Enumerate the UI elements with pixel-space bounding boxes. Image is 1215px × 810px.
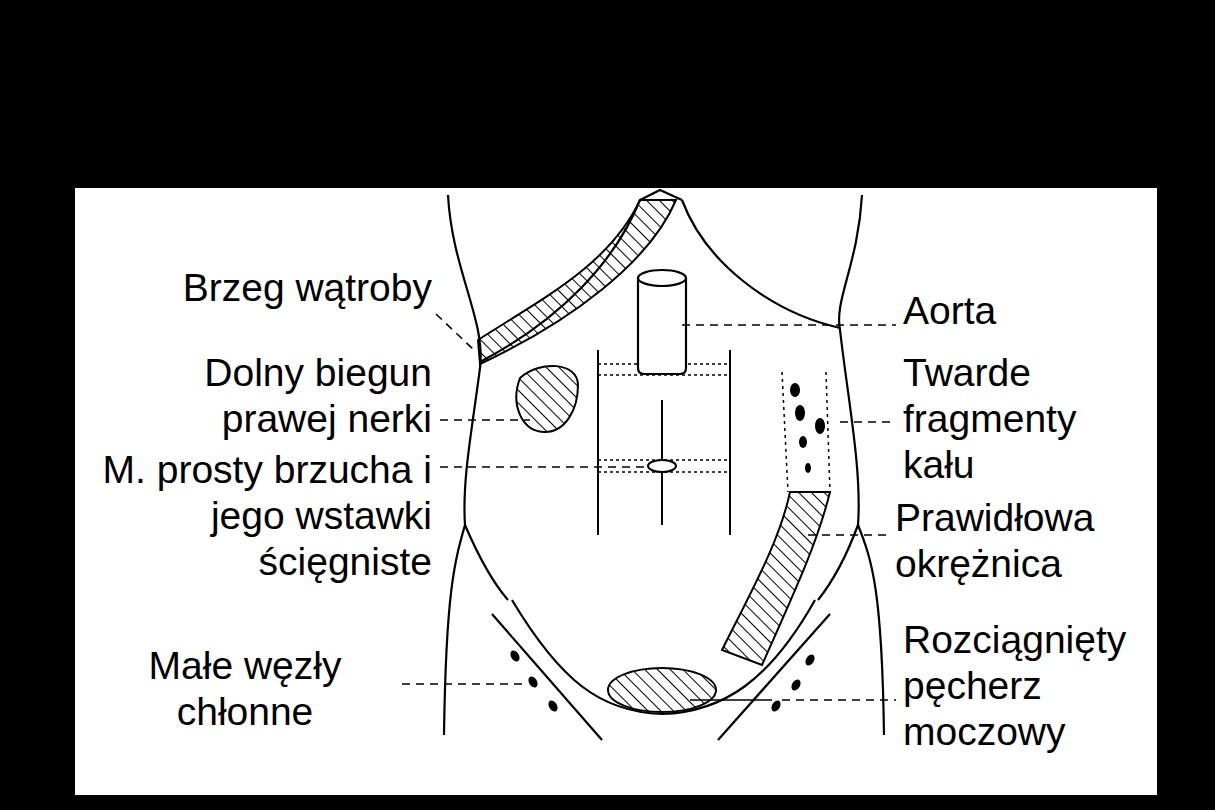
hip-right [818,525,858,600]
body-outline [444,190,884,740]
panel [75,188,1157,795]
hip-left [465,525,508,600]
xiphoid [640,190,682,200]
thigh-left [444,525,465,735]
colon [722,372,830,665]
inguinal-left [492,614,602,740]
anatomy-label: Aorta [903,288,1053,334]
anatomy-label: Prawidłowa okrężnica [895,495,1115,587]
anatomy-label: Dolny biegun prawej nerki [182,350,432,442]
leader-lines [402,314,896,700]
anatomy-label: Rozciągnięty pęcherz moczowy [903,617,1143,755]
anatomy-label: M. prosty brzucha i jego wstawki ścięgni… [100,447,432,585]
torso-left [448,195,481,525]
torso-right [839,195,862,525]
anatomy-label: Brzeg wątroby [150,265,432,311]
rectus-muscle [598,350,730,535]
costal-right [682,200,840,328]
thigh-right [858,525,884,735]
anatomy-label: Małe węzły chłonne [95,643,395,735]
kidney-pole [516,366,578,432]
lymph-nodes [509,649,817,713]
bladder [608,668,716,712]
aorta [638,270,686,374]
anatomy-label: Twarde fragmenty kału [903,350,1103,488]
